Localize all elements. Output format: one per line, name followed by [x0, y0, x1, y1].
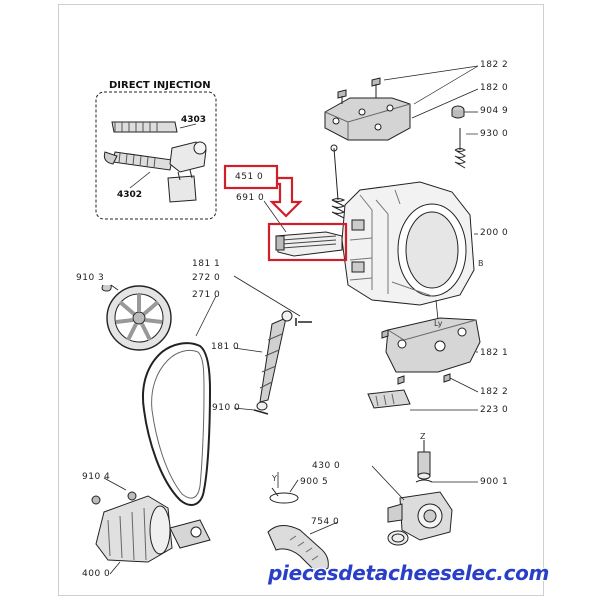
ring-coupling [387, 530, 409, 546]
site-watermark: piecesdetacheeselec.com [268, 561, 550, 585]
hose-clamp-9005 [269, 487, 299, 504]
part-label-4303: 4303 [181, 115, 207, 125]
highlight-box-4510-part [267, 222, 348, 262]
heating-element-4510 [275, 231, 343, 257]
screw-bottom-b [397, 375, 405, 385]
part-label-9300: 930 0 [480, 129, 509, 139]
drain-pump-4300 [387, 491, 453, 541]
part-label-4000: 400 0 [82, 569, 111, 579]
element-2230 [367, 389, 411, 409]
bolt-9104 [127, 491, 137, 501]
part-label-9104: 910 4 [82, 472, 111, 482]
part-label-2000: 200 0 [480, 228, 509, 238]
part-label-7540: 754 0 [311, 517, 340, 527]
screw-top-left [337, 89, 347, 104]
screw-bottom-a [381, 329, 389, 339]
part-label-4510: 451 0 [235, 172, 264, 182]
part-label-2230: 223 0 [480, 405, 509, 415]
part-label-9100: 910 0 [212, 403, 241, 413]
part-label-6910: 691 0 [236, 193, 265, 203]
part-label-4300: 430 0 [312, 461, 341, 471]
top-counterweight [324, 97, 411, 141]
injection-valve-4302 [103, 151, 173, 171]
pump-filter-9001 [417, 440, 431, 480]
part-label-2710: 271 0 [192, 290, 221, 300]
pulley-2720 [106, 285, 172, 351]
part-label-2720: 272 0 [192, 273, 221, 283]
part-label-1810: 181 0 [211, 342, 240, 352]
drain-hose-7540 [267, 525, 329, 575]
bearing-9049 [451, 105, 465, 119]
highlight-box-4510-label [223, 164, 279, 190]
part-label-4302: 4302 [117, 190, 143, 200]
part-label-1820: 182 0 [480, 83, 509, 93]
hose-mark-y: Y [272, 474, 277, 483]
clip-small [415, 479, 433, 483]
pin-9100 [253, 409, 269, 415]
diagram-frame [58, 4, 544, 596]
part-label-1811: 181 1 [192, 259, 221, 269]
injection-valve-4303 [111, 121, 178, 133]
injection-body [167, 141, 207, 203]
shock-absorber-1810 [256, 310, 293, 411]
part-label-1821: 182 1 [480, 348, 509, 358]
inset-title: DIRECT INJECTION [109, 80, 211, 91]
screw-bottom-1822 [443, 373, 451, 383]
spring-right [454, 128, 466, 169]
screw-top-1822 [371, 77, 381, 98]
nut-9103 [101, 284, 112, 292]
part-label-9103: 910 3 [76, 273, 105, 283]
belt-2710 [142, 342, 212, 506]
drum-tub-2000 [341, 181, 475, 306]
drum-mark-ly: Ly [434, 319, 443, 328]
pin-1811 [295, 318, 312, 326]
part-label-1822-top: 182 2 [480, 60, 509, 70]
motor-4000 [95, 495, 211, 563]
bottom-counterweight-1821 [385, 317, 481, 373]
part-label-9049: 904 9 [480, 106, 509, 116]
part-label-9005: 900 5 [300, 477, 329, 487]
highlight-marks [223, 164, 348, 262]
pump-mark-z: Z [420, 432, 426, 441]
part-label-1822-bottom: 182 2 [480, 387, 509, 397]
part-label-9001: 900 1 [480, 477, 509, 487]
drum-mark-b: B [478, 259, 484, 268]
bolt-9104b [91, 495, 101, 505]
direct-injection-inset-box [95, 91, 217, 220]
highlight-arrow [269, 176, 303, 218]
spring-left [330, 144, 346, 219]
